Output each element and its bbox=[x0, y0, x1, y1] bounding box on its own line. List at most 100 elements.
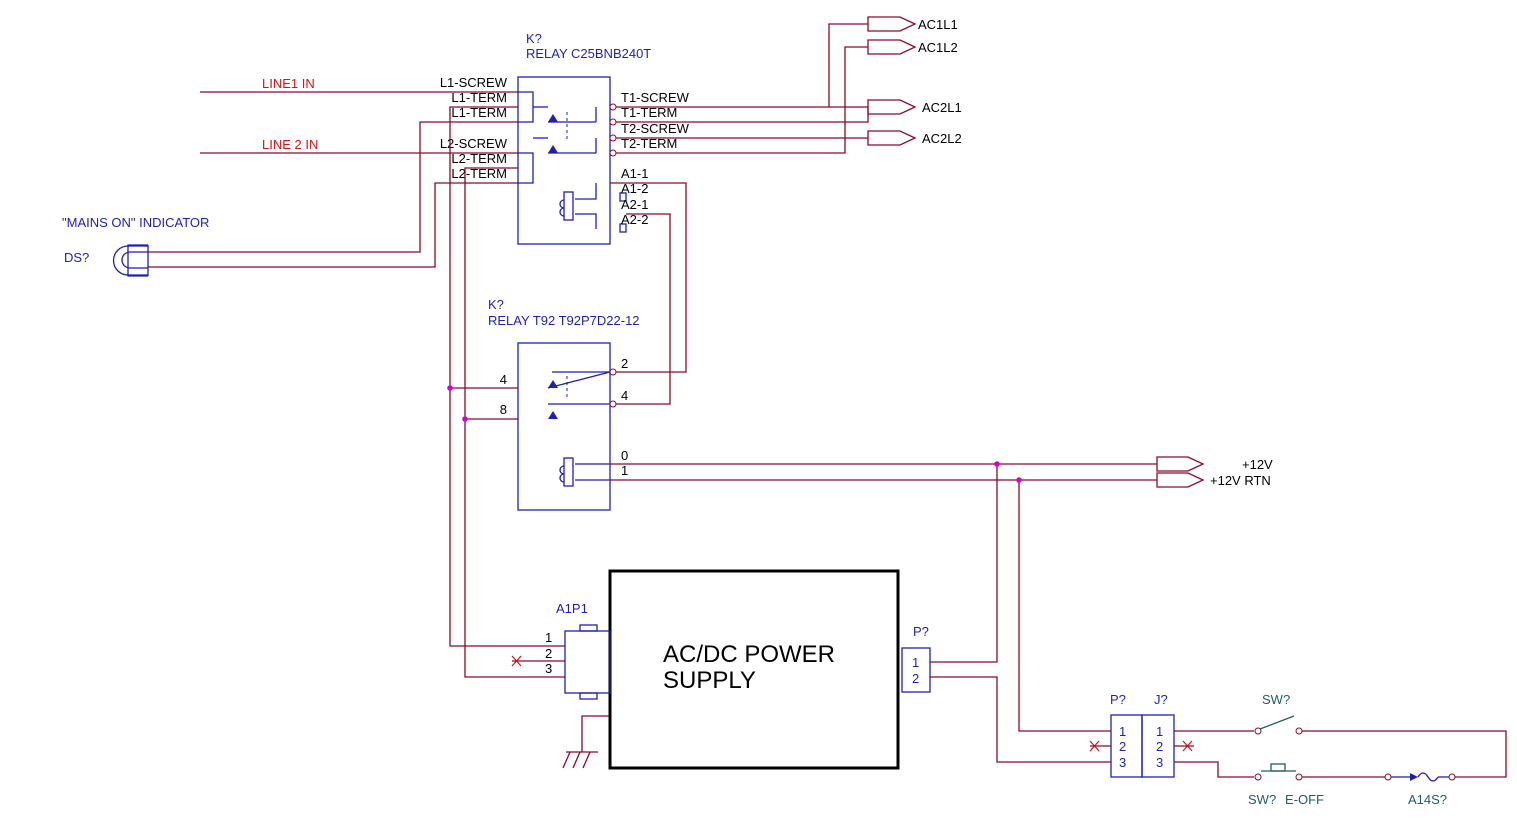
relay2-contact2-arrow bbox=[548, 411, 558, 419]
wires bbox=[148, 23, 1507, 778]
relay1-pin-l1-screw: L1-SCREW bbox=[440, 75, 508, 90]
psu-output-pin2: 2 bbox=[912, 671, 919, 686]
relay1-ref: K? bbox=[526, 31, 542, 46]
net-ac2l2: AC2L2 bbox=[922, 131, 962, 146]
relay1-pin-a2-1: A2-1 bbox=[621, 197, 648, 212]
remote-plug-pin3: 3 bbox=[1119, 755, 1126, 770]
net-12v-rtn: +12V RTN bbox=[1210, 473, 1271, 488]
fuse-terminal bbox=[1448, 773, 1456, 781]
remote-plug-pin1: 1 bbox=[1119, 724, 1126, 739]
no-connect-icon bbox=[511, 655, 522, 667]
relay-c25bnb240t: K? RELAY C25BNB240T L1-SCREW L1-TERM L1-… bbox=[440, 31, 690, 245]
relay1-contact2-left bbox=[518, 152, 534, 184]
lamp-inner bbox=[121, 251, 148, 269]
relay1-coil-lead1 bbox=[575, 183, 597, 200]
remote-jack-pin2: 2 bbox=[1156, 739, 1163, 754]
port-ac2l1 bbox=[867, 99, 917, 115]
wire-l2-term-psu bbox=[464, 167, 565, 678]
relay1-contact2-arrow bbox=[548, 145, 558, 153]
relay1-body bbox=[517, 76, 611, 245]
relay1-a1-2-pin bbox=[619, 192, 627, 202]
remote-jack-ref: J? bbox=[1154, 692, 1168, 707]
net-line1-in: LINE1 IN bbox=[262, 76, 315, 91]
remote-jack-pin3: 3 bbox=[1156, 755, 1163, 770]
lamp-icon bbox=[112, 245, 148, 276]
mains-on-indicator: "MAINS ON" INDICATOR DS? bbox=[62, 215, 209, 277]
wire-sw-loop bbox=[1302, 730, 1507, 778]
wire-rtn-to-plug bbox=[1018, 480, 1111, 732]
net-labels: LINE1 IN LINE 2 IN AC1L1 AC1L2 AC2L1 AC2… bbox=[262, 16, 1273, 488]
relay2-coil bbox=[563, 457, 574, 487]
net-12v: +12V bbox=[1242, 457, 1273, 472]
wire-a1-1-relay2-2 bbox=[610, 182, 687, 373]
junction-dot bbox=[1016, 477, 1022, 483]
relay1-coil-lead2 bbox=[575, 213, 597, 229]
indicator-body bbox=[127, 244, 148, 277]
relay1-pin-l1-term-b: L1-TERM bbox=[451, 105, 507, 120]
psu-input-pin2: 2 bbox=[545, 646, 552, 661]
no-connect-icon bbox=[1089, 740, 1100, 752]
relay1-coil bbox=[563, 191, 574, 221]
port-ac1l2 bbox=[867, 39, 917, 55]
relay1-pin-t1-term: T1-TERM bbox=[621, 105, 677, 120]
psu-title-line1: AC/DC POWER bbox=[663, 641, 835, 668]
net-line2-in: LINE 2 IN bbox=[262, 137, 318, 152]
remote-jack-pin1: 1 bbox=[1156, 724, 1163, 739]
relay2-body bbox=[517, 342, 611, 511]
relay2-pin-4-left: 4 bbox=[500, 372, 507, 387]
wire-ac1l2 bbox=[610, 46, 868, 154]
wire-psu-out2 bbox=[930, 676, 1111, 763]
relay1-pin-l2-screw: L2-SCREW bbox=[440, 136, 508, 151]
relay2-contact1-blade bbox=[547, 371, 611, 389]
eoff-terminal bbox=[1254, 773, 1262, 781]
psu-title-line2: SUPPLY bbox=[663, 667, 756, 694]
relay2-value: RELAY T92 T92P7D22-12 bbox=[488, 313, 640, 328]
wire-psu-out1 bbox=[930, 464, 998, 663]
relay2-coil-winding bbox=[559, 465, 565, 483]
relay1-coil-winding bbox=[559, 199, 565, 217]
remote-plug-ref: P? bbox=[1110, 692, 1126, 707]
wire-indicator-a bbox=[148, 121, 518, 253]
wire-ground bbox=[581, 715, 610, 752]
net-ac1l1: AC1L1 bbox=[918, 17, 958, 32]
ac-dc-power-supply: AC/DC POWER SUPPLY A1P1 1 2 3 P? 1 2 bbox=[511, 569, 931, 770]
indicator-ref: DS? bbox=[64, 250, 89, 265]
relay1-value: RELAY C25BNB240T bbox=[526, 46, 651, 61]
relay1-pin-t1-screw: T1-SCREW bbox=[621, 90, 690, 105]
wire-a2-1-relay2-4 bbox=[610, 213, 671, 405]
port-12v-rtn bbox=[1156, 472, 1205, 488]
fuse: A14S? bbox=[1384, 772, 1456, 807]
psu-input-connector bbox=[564, 630, 611, 694]
switch-terminal bbox=[1254, 727, 1262, 735]
relay2-pin-2: 2 bbox=[621, 356, 628, 371]
relay-pin-markers bbox=[609, 103, 617, 408]
relay1-pin-t2-term: T2-TERM bbox=[621, 136, 677, 151]
fuse-terminal bbox=[1384, 773, 1392, 781]
net-ac2l1: AC2L1 bbox=[922, 100, 962, 115]
fuse-ref: A14S? bbox=[1408, 792, 1447, 807]
psu-input-pin3: 3 bbox=[545, 661, 552, 676]
psu-output-pin1: 1 bbox=[912, 655, 919, 670]
psu-input-connector-ref: A1P1 bbox=[556, 601, 588, 616]
eoff-switch: SW? E-OFF bbox=[1248, 763, 1324, 807]
indicator-title: "MAINS ON" INDICATOR bbox=[62, 215, 209, 230]
relay1-pin-l2-term-a: L2-TERM bbox=[451, 151, 507, 166]
port-ac1l1 bbox=[867, 16, 917, 32]
remote-plug bbox=[1110, 714, 1143, 778]
relay1-pin-t2-screw: T2-SCREW bbox=[621, 121, 690, 136]
psu-output-connector-ref: P? bbox=[913, 624, 929, 639]
fuse-icon bbox=[1417, 772, 1439, 782]
psu-input-connector-tab-top bbox=[579, 624, 598, 632]
relay1-pin-a1-2: A1-2 bbox=[621, 181, 648, 196]
remote-switch: SW? bbox=[1254, 692, 1303, 735]
wire-ac1l1 bbox=[610, 23, 868, 108]
psu-output-connector bbox=[901, 647, 931, 693]
relay2-ref: K? bbox=[488, 297, 504, 312]
psu-input-pin1: 1 bbox=[545, 630, 552, 645]
remote-plug-pin2: 2 bbox=[1119, 739, 1126, 754]
ground-icon bbox=[562, 751, 598, 769]
relay-t92: K? RELAY T92 T92P7D22-12 4 8 2 4 0 1 bbox=[488, 297, 640, 511]
port-ac2l2 bbox=[867, 130, 917, 146]
pushbutton-icon bbox=[1270, 763, 1286, 772]
